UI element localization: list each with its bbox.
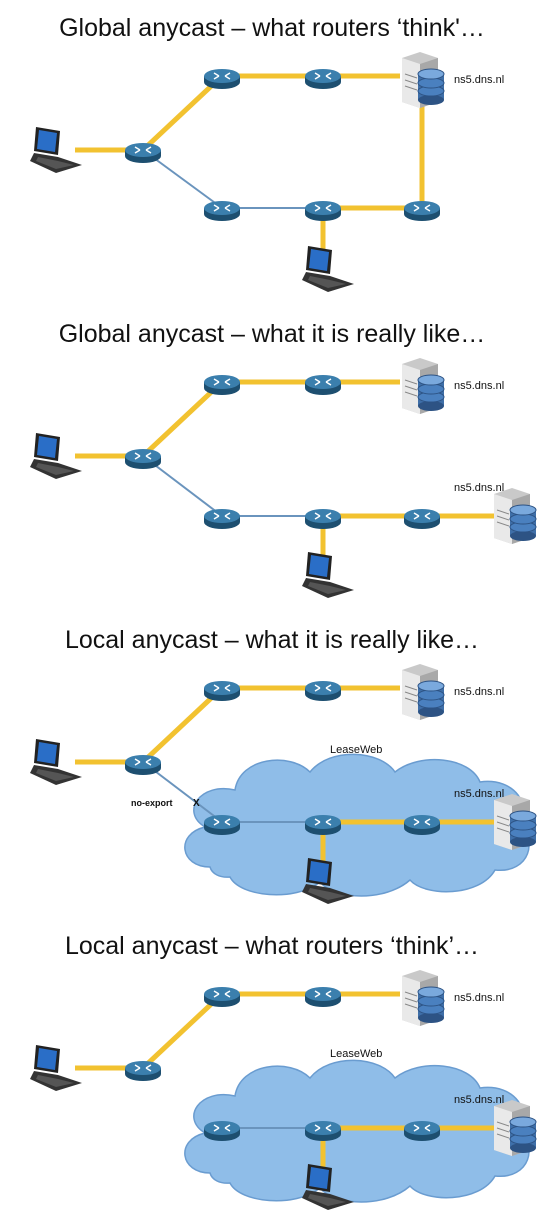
links [75, 73, 425, 258]
blocked-mark: X [193, 798, 200, 809]
panel-global-real: Global anycast – what it is really like… [0, 306, 544, 611]
router-icon [305, 815, 341, 835]
router-icon [404, 1121, 440, 1141]
panel-title: Global anycast – what it is really like… [58, 320, 486, 348]
laptop-icon [302, 1164, 354, 1210]
laptop-icon [30, 739, 82, 785]
router-icon [204, 1121, 240, 1141]
panel-local-think: Local anycast – what routers ‘think’… [0, 918, 544, 1223]
server-icon [402, 358, 445, 414]
router-icon [404, 815, 440, 835]
router-icon [125, 143, 161, 163]
router-icon [125, 755, 161, 775]
panel-title: Local anycast – what routers ‘think’… [64, 932, 480, 960]
router-icon [125, 1061, 161, 1081]
server-icon [494, 794, 537, 850]
router-icon [404, 509, 440, 529]
router-icon [204, 375, 240, 395]
panel-local-real: Local anycast – what it is really like… [0, 612, 544, 917]
server-icon [494, 1100, 537, 1156]
link-r1-r2 [141, 992, 224, 1070]
router-icon [305, 375, 341, 395]
server-label: ns5.dns.nl [454, 380, 505, 392]
link-r1-r2 [141, 380, 224, 458]
server-label: ns5.dns.nl [454, 1094, 505, 1106]
laptop-icon [302, 858, 354, 904]
router-icon [305, 509, 341, 529]
server-icon [494, 488, 537, 544]
network-diagram [30, 358, 537, 598]
router-icon [204, 69, 240, 89]
cloud-label: LeaseWeb [330, 1048, 383, 1060]
network-diagram [30, 664, 537, 904]
server-icon [402, 52, 445, 108]
router-icon [204, 201, 240, 221]
server-label: ns5.dns.nl [454, 482, 505, 494]
link-r1-r2 [141, 74, 224, 152]
router-icon [204, 681, 240, 701]
router-icon [204, 509, 240, 529]
laptop-icon [30, 433, 82, 479]
server-label: ns5.dns.nl [454, 788, 505, 800]
server-label: ns5.dns.nl [454, 992, 505, 1004]
panel-title: Global anycast – what routers ‘think'… [59, 14, 485, 42]
router-icon [125, 449, 161, 469]
laptop-icon [302, 246, 354, 292]
router-icon [204, 815, 240, 835]
server-icon [402, 664, 445, 720]
no-export-label: no-export [131, 798, 173, 808]
network-diagram [30, 970, 537, 1210]
router-icon [305, 681, 341, 701]
laptop-icon [302, 552, 354, 598]
router-icon [305, 987, 341, 1007]
panel-global-think: Global anycast – what routers ‘think'… [0, 0, 544, 305]
network-diagram [30, 52, 445, 292]
server-label: ns5.dns.nl [454, 686, 505, 698]
router-icon [404, 201, 440, 221]
link-r1-r2 [141, 686, 224, 764]
server-icon [402, 970, 445, 1026]
router-icon [305, 69, 341, 89]
laptop-icon [30, 1045, 82, 1091]
cloud-label: LeaseWeb [330, 744, 383, 756]
laptop-icon [30, 127, 82, 173]
server-label: ns5.dns.nl [454, 74, 505, 86]
router-icon [305, 201, 341, 221]
router-icon [204, 987, 240, 1007]
panel-title: Local anycast – what it is really like… [64, 626, 480, 654]
router-icon [305, 1121, 341, 1141]
